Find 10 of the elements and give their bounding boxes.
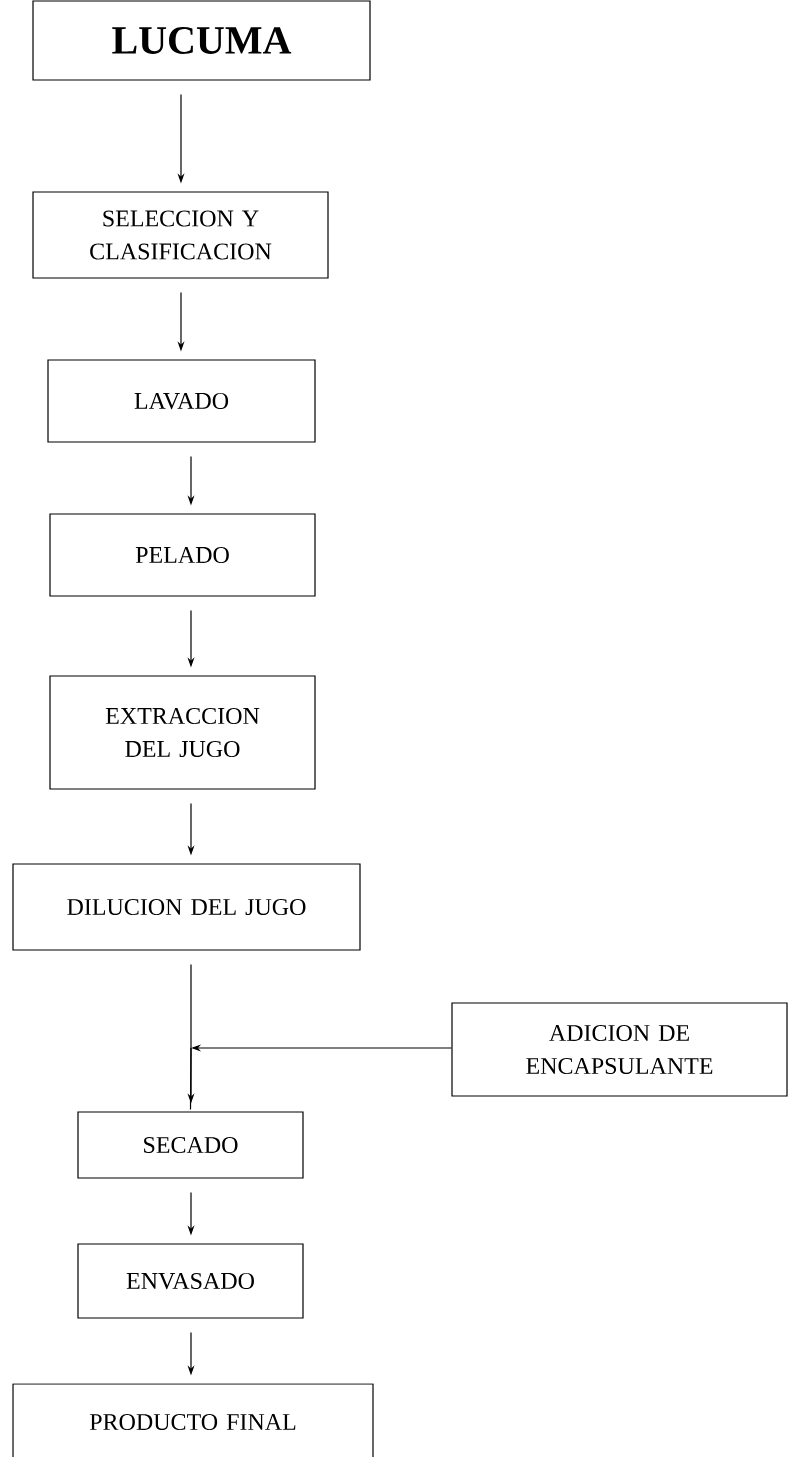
process-box: EXTRACCION DEL JUGO bbox=[49, 675, 316, 790]
process-box: SECADO bbox=[77, 1111, 304, 1179]
process-box: ADICION DE ENCAPSULANTE bbox=[451, 1002, 788, 1097]
process-box: LUCUMA bbox=[32, 0, 371, 81]
process-box: PRODUCTO FINAL bbox=[12, 1383, 374, 1457]
process-box: SELECCION Y CLASIFICACION bbox=[32, 191, 329, 279]
process-box: DILUCION DEL JUGO bbox=[12, 863, 361, 951]
process-box: LAVADO bbox=[47, 359, 316, 443]
process-box: ENVASADO bbox=[77, 1243, 304, 1319]
process-box: PELADO bbox=[49, 513, 316, 597]
